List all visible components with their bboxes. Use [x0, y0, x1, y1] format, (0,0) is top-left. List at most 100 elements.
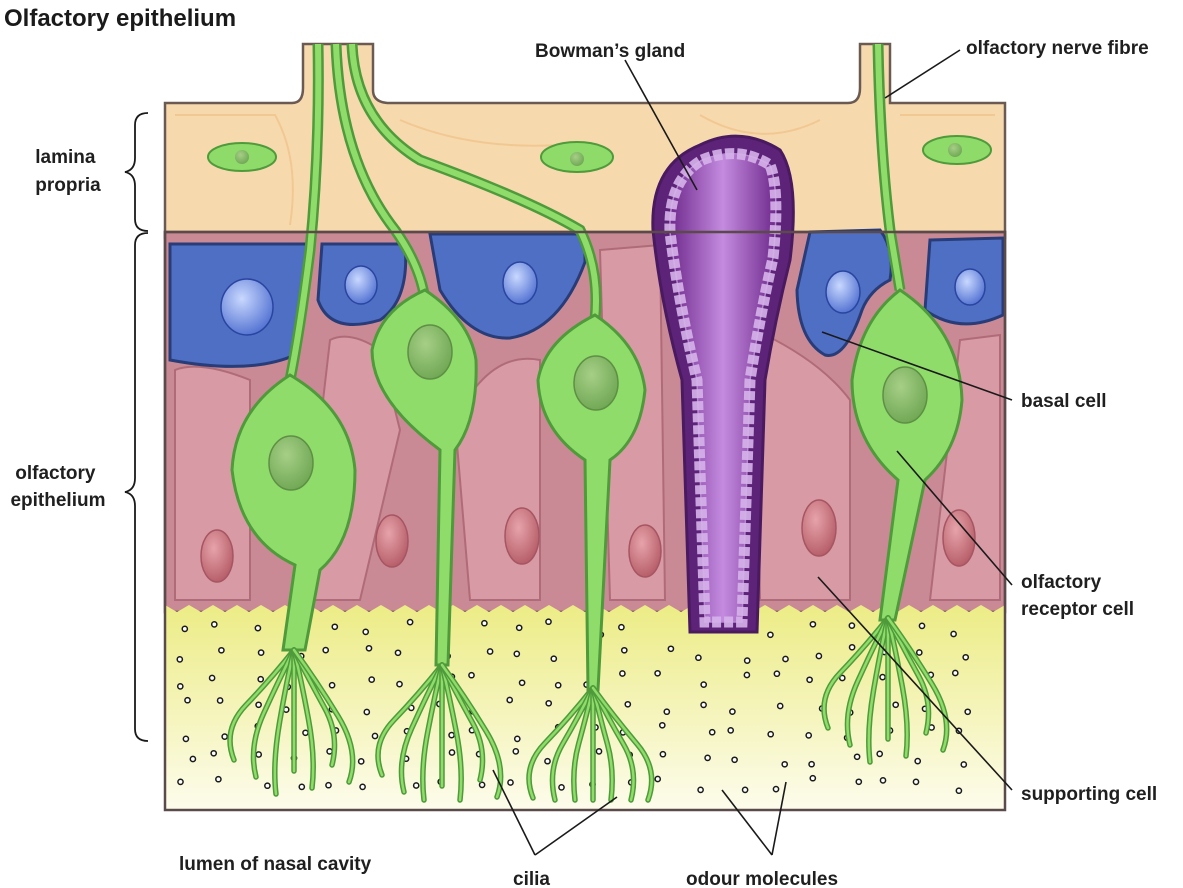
odour-molecule: [368, 676, 376, 683]
odour-molecule: [776, 702, 784, 710]
odour-molecule: [808, 760, 815, 768]
odour-molecule: [448, 749, 456, 756]
odour-molecule: [448, 731, 455, 739]
odour-molecule: [357, 758, 365, 765]
odour-molecule: [743, 671, 751, 679]
label-olfactory-nerve-fibre: olfactory nerve fibre: [966, 38, 1149, 59]
odour-molecule: [513, 650, 521, 658]
odour-molecule: [507, 779, 514, 786]
odour-molecule: [805, 732, 813, 739]
odour-molecule: [513, 735, 521, 743]
lamina-propria-fibroblasts: [207, 135, 992, 173]
basal-cell-nuclei: [220, 261, 986, 336]
odour-molecule: [620, 646, 628, 654]
odour-molecule: [184, 696, 191, 704]
odour-molecule: [809, 620, 817, 628]
odour-molecule: [328, 681, 336, 689]
cilium: [551, 686, 595, 802]
odour-molecule: [838, 674, 846, 682]
odour-molecule: [412, 782, 420, 789]
odour-molecule: [731, 756, 738, 764]
cilium: [292, 648, 354, 784]
odour-molecule: [545, 618, 552, 626]
odour-molecule: [210, 749, 218, 757]
tissue-outline: [163, 230, 1007, 812]
odour-molecule: [365, 644, 373, 652]
odour-molecule: [216, 697, 224, 704]
odour-molecule: [914, 757, 922, 765]
odour-molecule: [406, 618, 414, 626]
odour-molecule: [322, 646, 330, 654]
cilium: [421, 663, 444, 802]
odour-molecule: [362, 628, 370, 636]
odour-molecule: [624, 700, 632, 708]
odour-molecule: [855, 778, 863, 786]
odour-molecule: [325, 781, 332, 789]
label-lamina-propria: lamina propria: [35, 147, 101, 196]
cilium: [591, 686, 635, 802]
odour-molecule: [221, 733, 229, 740]
odour-molecule: [182, 735, 190, 743]
odour-molecule: [176, 683, 184, 690]
odour-molecule: [782, 655, 789, 663]
odour-molecule: [704, 754, 711, 762]
odour-molecule: [697, 786, 704, 794]
label-lamina-propria-line2: propria: [35, 175, 101, 196]
odour-molecule: [478, 781, 486, 789]
odour-molecule: [181, 625, 189, 633]
label-olfactory-epithelium-line1: olfactory: [15, 463, 96, 484]
odour-molecule: [659, 750, 667, 758]
odour-molecule: [654, 775, 662, 783]
odour-molecule: [363, 708, 371, 716]
label-supporting-cell: supporting cell: [1021, 784, 1157, 805]
label-olfactory-receptor-cell-line2: receptor cell: [1021, 599, 1134, 620]
odour-molecule: [806, 676, 813, 684]
odour-molecule: [512, 748, 520, 755]
odour-molecule: [218, 646, 225, 654]
odour-molecule: [815, 652, 823, 660]
odour-molecule: [767, 631, 774, 639]
cilium: [886, 616, 909, 758]
odour-molecule: [853, 753, 861, 761]
odour-molecule: [658, 721, 666, 729]
odour-molecule: [264, 782, 271, 790]
odour-molecule: [208, 674, 216, 682]
cilium: [527, 686, 595, 800]
odour-molecule: [700, 701, 707, 709]
odour-molecule: [210, 621, 218, 628]
odour-molecule: [915, 649, 923, 656]
label-olfactory-epithelium: olfactory epithelium: [10, 463, 105, 511]
odour-molecule: [663, 708, 671, 716]
odour-molecule: [255, 751, 263, 758]
odour-molecule: [618, 623, 625, 631]
odour-molecule: [695, 654, 702, 662]
odour-molecule: [394, 649, 402, 657]
odour-molecule: [700, 681, 708, 688]
cilium: [273, 648, 296, 796]
odour-molecule: [331, 623, 339, 631]
odour-molecule: [951, 669, 959, 677]
odour-molecule: [481, 619, 488, 627]
cilium: [400, 663, 444, 794]
cilium: [886, 616, 948, 752]
cilium: [591, 686, 653, 802]
odour-molecule: [892, 701, 900, 709]
odour-molecule: [544, 757, 551, 765]
odour-molecule: [772, 785, 780, 793]
odour-molecule: [550, 655, 558, 663]
cilium: [846, 616, 890, 747]
odour-molecule: [396, 680, 403, 688]
odour-molecule: [257, 675, 265, 683]
cilium: [572, 686, 595, 802]
odour-molecule: [558, 784, 565, 791]
odour-molecule: [964, 708, 972, 716]
odour-molecule: [595, 748, 603, 755]
lamina-propria-brace: [124, 112, 149, 232]
odour-molecule: [176, 656, 184, 663]
odour-molecule: [215, 775, 222, 783]
odour-molecule: [708, 728, 716, 736]
odour-molecule: [468, 671, 475, 679]
odour-molecule: [741, 786, 749, 794]
cilium: [867, 616, 890, 764]
cilium: [376, 663, 444, 777]
